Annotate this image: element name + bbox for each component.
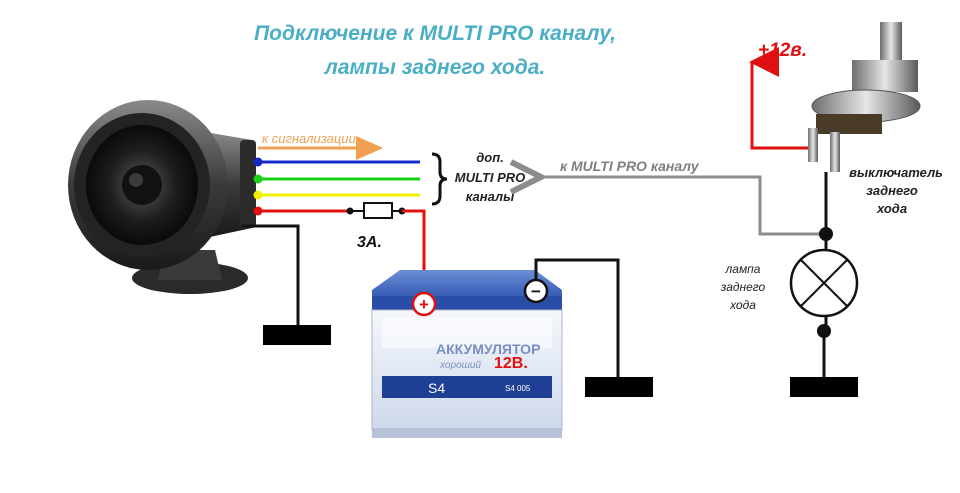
label-fuse: 3А. xyxy=(357,234,382,251)
diagram-title-line2: лампы заднего хода. xyxy=(324,56,546,79)
junction-dot-top xyxy=(819,227,833,241)
battery-plus-sign: + xyxy=(419,295,429,314)
siren-ground-wire xyxy=(242,224,300,326)
ground-symbol-siren xyxy=(263,325,331,345)
label-switch-1: выключатель xyxy=(849,165,943,180)
label-to-alarm: к сигнализации xyxy=(262,131,356,146)
label-lamp-2: заднего xyxy=(720,280,766,294)
siren-image xyxy=(68,100,256,294)
label-extra-channels-2: MULTI PRO xyxy=(455,170,526,185)
battery-code: S4 005 xyxy=(505,384,531,393)
label-lamp-3: хода xyxy=(729,298,756,312)
label-extra-channels-3: каналы xyxy=(466,189,514,204)
reverse-switch-image xyxy=(808,22,921,172)
gray-wire xyxy=(538,177,826,236)
fuse-dot-left xyxy=(346,207,354,215)
ground-symbol-lamp xyxy=(790,377,858,397)
label-switch-2: заднего xyxy=(866,183,918,198)
battery-brand: АККУМУЛЯТОР xyxy=(436,341,540,357)
ground-symbol-battery xyxy=(585,377,653,397)
battery-sub: хороший xyxy=(439,360,481,371)
battery-plus-terminal xyxy=(411,291,437,317)
label-lamp-1: лампа xyxy=(725,262,761,276)
battery-ground-wire xyxy=(534,258,620,378)
fuse xyxy=(363,202,393,219)
plus12-wire xyxy=(749,47,810,150)
diagram-title-line1: Подключение к MULTI PRO каналу, xyxy=(254,22,616,45)
label-extra-channels-1: доп. xyxy=(476,150,504,165)
extra-channels-brace xyxy=(431,152,448,206)
lamp-cross-2 xyxy=(800,259,848,307)
label-switch-3: хода xyxy=(876,201,907,216)
battery-voltage: 12В. xyxy=(494,355,528,372)
label-plus12: +12в. xyxy=(758,40,807,61)
label-to-multipro: к MULTI PRO каналу xyxy=(560,158,700,174)
battery-model: S4 xyxy=(428,380,445,396)
battery-image xyxy=(371,270,563,438)
battery-minus-sign: − xyxy=(531,282,541,301)
